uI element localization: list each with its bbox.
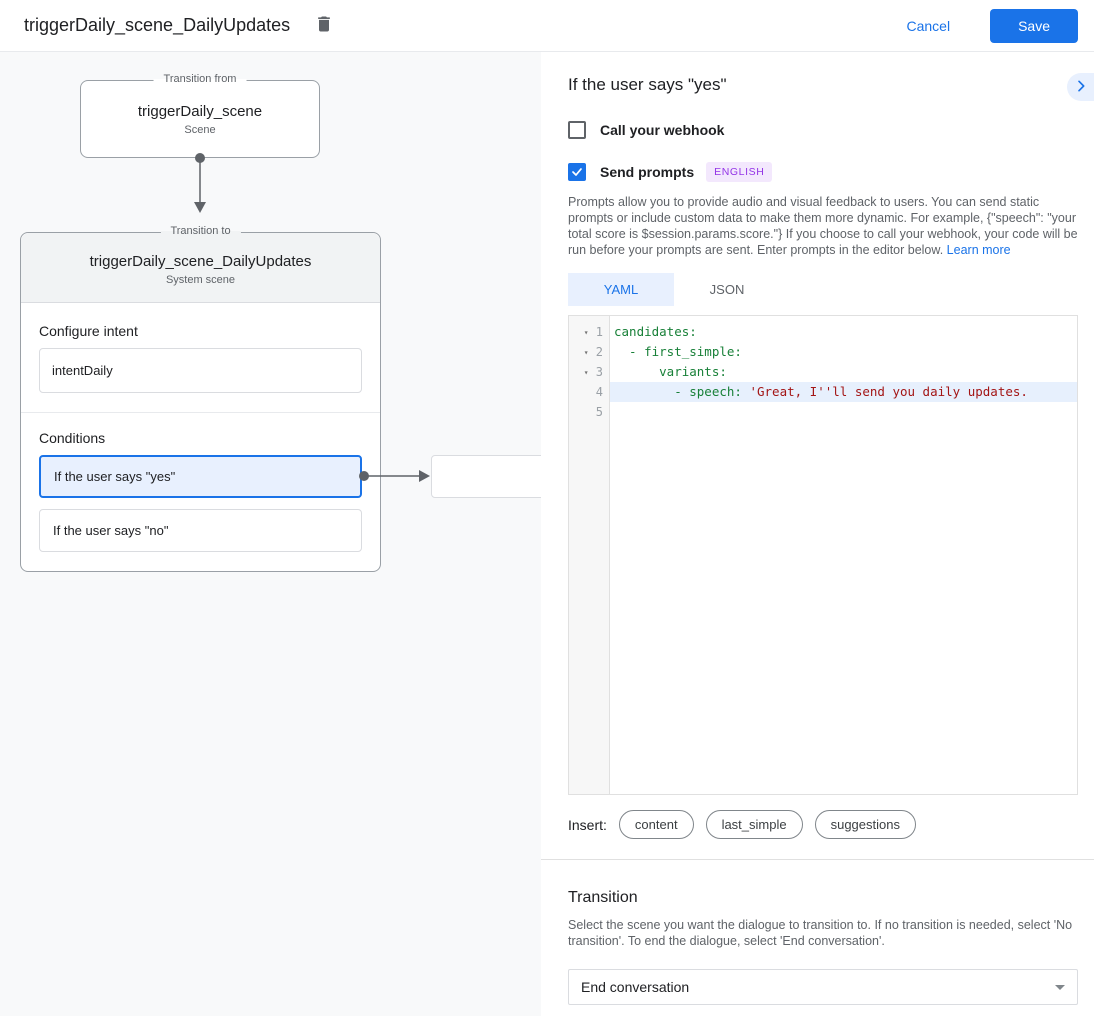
condition-editor-panel: If the user says "yes" Call your webhook… xyxy=(541,52,1094,1016)
chevron-right-icon xyxy=(1073,78,1089,97)
code-token-key: variants: xyxy=(614,364,727,379)
conditions-label: Conditions xyxy=(39,430,106,446)
prompts-check-row[interactable]: Send prompts ENGLISH xyxy=(568,162,1078,182)
prompts-description: Prompts allow you to provide audio and v… xyxy=(568,194,1078,258)
line-number: 3 xyxy=(595,365,603,379)
intent-conditions-divider xyxy=(21,412,380,413)
arrow-head-down xyxy=(194,202,206,213)
condition-row-yes[interactable]: If the user says "yes" xyxy=(39,455,362,498)
transition-to-legend: Transition to xyxy=(160,225,241,237)
code-line-4[interactable]: - speech: 'Great, I''ll send you daily u… xyxy=(610,382,1077,402)
panel-title: If the user says "yes" xyxy=(568,75,727,94)
code-token-key: - speech: xyxy=(614,384,750,399)
learn-more-link[interactable]: Learn more xyxy=(946,243,1011,257)
delete-scene-button[interactable] xyxy=(308,10,340,42)
configure-intent-label: Configure intent xyxy=(39,323,138,339)
arrow-head-right xyxy=(419,470,430,482)
line-number: 5 xyxy=(595,405,603,419)
from-scene-type: Scene xyxy=(184,124,216,136)
condition-target-box[interactable] xyxy=(431,455,541,498)
transition-from-legend: Transition from xyxy=(153,73,247,85)
gutter-line-4: 4 xyxy=(569,382,609,402)
code-line-5[interactable] xyxy=(610,402,1077,422)
fold-arrow-icon[interactable]: ▾ xyxy=(583,327,589,337)
tab-yaml[interactable]: YAML xyxy=(568,273,674,306)
line-number: 2 xyxy=(595,345,603,359)
transition-from-box[interactable]: Transition from triggerDaily_scene Scene xyxy=(80,73,320,158)
language-badge: ENGLISH xyxy=(706,162,773,182)
transition-description: Select the scene you want the dialogue t… xyxy=(568,918,1073,948)
editor-format-tabs: YAML JSON xyxy=(568,273,1078,306)
insert-chip-last-simple[interactable]: last_simple xyxy=(705,810,803,839)
from-scene-name: triggerDaily_scene xyxy=(137,103,263,120)
intent-value: intentDaily xyxy=(52,363,113,378)
panel-divider xyxy=(541,859,1094,860)
cancel-button[interactable]: Cancel xyxy=(890,10,966,42)
prompts-label: Send prompts xyxy=(600,164,695,180)
webhook-label: Call your webhook xyxy=(600,122,725,138)
transition-section-title: Transition xyxy=(568,889,638,906)
code-token-key: candidates: xyxy=(614,324,697,339)
condition-yes-label: If the user says "yes" xyxy=(54,469,176,484)
to-box-header[interactable]: Transition to triggerDaily_scene_DailyUp… xyxy=(21,225,380,303)
fold-arrow-icon[interactable]: ▾ xyxy=(583,347,589,357)
to-scene-type: System scene xyxy=(165,274,236,286)
line-number: 1 xyxy=(595,325,603,339)
insert-row: Insert: content last_simple suggestions xyxy=(568,810,1078,839)
fold-arrow-icon[interactable]: ▾ xyxy=(583,367,589,377)
intent-field[interactable]: intentDaily xyxy=(39,348,362,393)
dropdown-caret-icon xyxy=(1055,984,1065,990)
code-token-string: 'Great, I''ll send you daily updates. xyxy=(749,384,1028,399)
webhook-checkbox[interactable] xyxy=(568,121,586,139)
code-token-key: - first_simple: xyxy=(614,344,742,359)
condition-no-label: If the user says "no" xyxy=(53,523,169,538)
collapse-panel-button[interactable] xyxy=(1067,73,1094,101)
tab-json[interactable]: JSON xyxy=(674,273,780,306)
gutter-line-5: 5 xyxy=(569,402,609,422)
transition-to-box: Transition to triggerDaily_scene_DailyUp… xyxy=(20,225,381,572)
code-line-3[interactable]: variants: xyxy=(610,362,1077,382)
trash-icon xyxy=(314,14,334,37)
line-number: 4 xyxy=(595,385,603,399)
app-header: triggerDaily_scene_DailyUpdates Cancel S… xyxy=(0,0,1094,52)
scene-flow-canvas: Transition from triggerDaily_scene Scene… xyxy=(0,52,541,1016)
prompts-checkbox[interactable] xyxy=(568,163,586,181)
condition-row-no[interactable]: If the user says "no" xyxy=(39,509,362,552)
gutter-line-2[interactable]: ▾2 xyxy=(569,342,609,362)
code-line-2[interactable]: - first_simple: xyxy=(610,342,1077,362)
insert-label: Insert: xyxy=(568,816,607,833)
page-title: triggerDaily_scene_DailyUpdates xyxy=(24,15,291,35)
code-line-1[interactable]: candidates: xyxy=(610,322,1077,342)
transition-select[interactable]: End conversation xyxy=(568,969,1078,1005)
to-scene-name: triggerDaily_scene_DailyUpdates xyxy=(89,253,312,270)
to-box-body: Configure intent intentDaily Conditions … xyxy=(21,303,380,571)
save-button[interactable]: Save xyxy=(990,8,1078,43)
gutter-line-3[interactable]: ▾3 xyxy=(569,362,609,382)
gutter-line-1[interactable]: ▾1 xyxy=(569,322,609,342)
insert-chip-suggestions[interactable]: suggestions xyxy=(814,810,916,839)
insert-chip-content[interactable]: content xyxy=(618,810,694,839)
prompts-description-text: Prompts allow you to provide audio and v… xyxy=(568,195,1078,257)
transition-selected-value: End conversation xyxy=(581,979,690,995)
webhook-check-row[interactable]: Call your webhook xyxy=(568,121,1078,139)
editor-code[interactable]: candidates: - first_simple: variants: - … xyxy=(610,316,1077,794)
